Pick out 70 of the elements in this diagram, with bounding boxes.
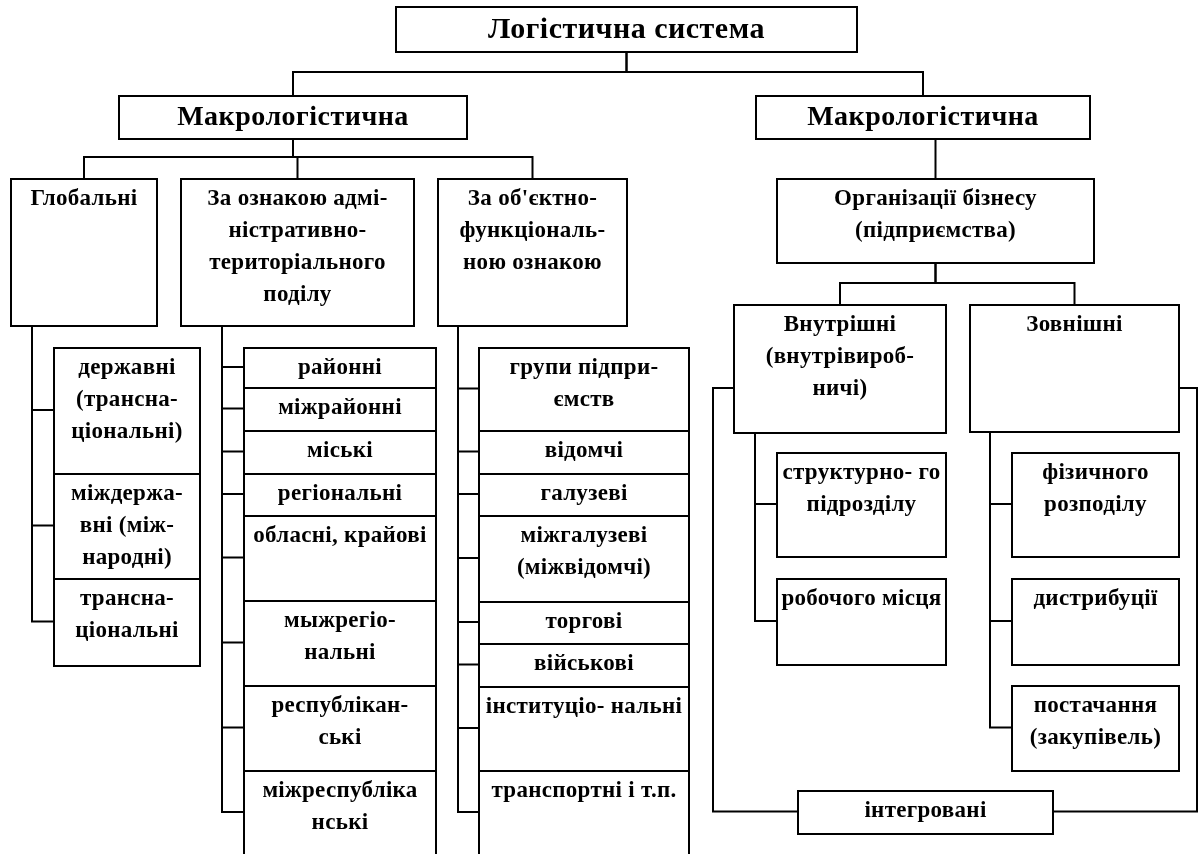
- category-box: [53, 347, 201, 475]
- category-box: [478, 770, 690, 854]
- box-label: торгові: [545, 607, 623, 635]
- category-box: [243, 515, 437, 602]
- box-label: міждержа- вні (між- народні): [70, 479, 184, 571]
- category-box: [478, 430, 690, 475]
- category-box: [10, 178, 158, 327]
- category-box: [797, 790, 1054, 835]
- box-label: фізичного розподілу: [1041, 458, 1150, 518]
- category-box: [1011, 685, 1180, 772]
- category-box: [243, 430, 437, 475]
- box-label: інституціо- нальні: [485, 692, 683, 720]
- category-box: [478, 515, 690, 603]
- category-box: [478, 643, 690, 688]
- category-box: [478, 473, 690, 517]
- category-box: [776, 452, 947, 558]
- box-label: дистрибуції: [1033, 584, 1158, 612]
- box-label: постачання (закупівель): [1028, 691, 1163, 751]
- category-box: [53, 473, 201, 580]
- box-label: За ознакою адмі- ністративно- територіального поділу: [206, 184, 389, 308]
- box-label: районні: [297, 353, 382, 381]
- connector-line: [1053, 387, 1198, 813]
- box-label: міжгалузеві (міжвідомчі): [515, 521, 653, 581]
- category-box: [969, 304, 1180, 433]
- box-label: республікан- ські: [270, 691, 410, 751]
- box-label: Макрологістична: [807, 99, 1039, 133]
- category-box: [395, 6, 858, 53]
- box-label: обласні, крайові: [253, 521, 427, 549]
- category-box: [733, 304, 947, 434]
- category-box: [776, 178, 1095, 264]
- box-label: міські: [307, 436, 373, 464]
- category-box: [437, 178, 628, 327]
- box-label: регіональні: [277, 479, 403, 507]
- category-box: [755, 95, 1091, 140]
- box-label: галузеві: [540, 479, 628, 507]
- category-box: [1011, 452, 1180, 558]
- category-box: [478, 347, 690, 432]
- box-label: Логістична система: [488, 10, 765, 46]
- category-box: [180, 178, 415, 327]
- box-label: міжрайонні: [278, 393, 402, 421]
- box-label: За об'єктно- функціональ- ною ознакою: [458, 184, 607, 276]
- box-label: робочого місця: [781, 584, 942, 612]
- category-box: [243, 685, 437, 772]
- box-label: Макрологістична: [177, 99, 409, 133]
- category-box: [243, 473, 437, 517]
- box-label: Внутрішні (внутрівироб- ничі): [764, 310, 916, 402]
- category-box: [243, 347, 437, 389]
- box-label: інтегровані: [864, 796, 987, 824]
- box-label: структурно- го підрозділу: [781, 458, 942, 518]
- category-box: [243, 387, 437, 432]
- box-label: військові: [534, 649, 634, 677]
- box-label: Організації бізнесу (підприємства): [833, 184, 1038, 244]
- box-label: Зовнішні: [1026, 310, 1123, 338]
- box-label: групи підпри- ємств: [508, 353, 660, 413]
- box-label: державні (трансна- ціональні): [70, 353, 184, 445]
- category-box: [118, 95, 468, 140]
- box-label: мыжрегіо- нальні: [283, 606, 397, 666]
- box-label: трансна- ціональні: [74, 584, 180, 644]
- category-box: [776, 578, 947, 666]
- box-label: Глобальні: [30, 184, 138, 212]
- category-box: [53, 578, 201, 667]
- category-box: [243, 770, 437, 854]
- box-label: транспортні і т.п.: [491, 776, 677, 804]
- category-box: [1011, 578, 1180, 666]
- category-box: [243, 600, 437, 687]
- box-label: міжреспубліка нські: [261, 776, 419, 836]
- category-box: [478, 601, 690, 645]
- category-box: [478, 686, 690, 772]
- connector-line: [712, 387, 798, 813]
- box-label: відомчі: [544, 436, 624, 464]
